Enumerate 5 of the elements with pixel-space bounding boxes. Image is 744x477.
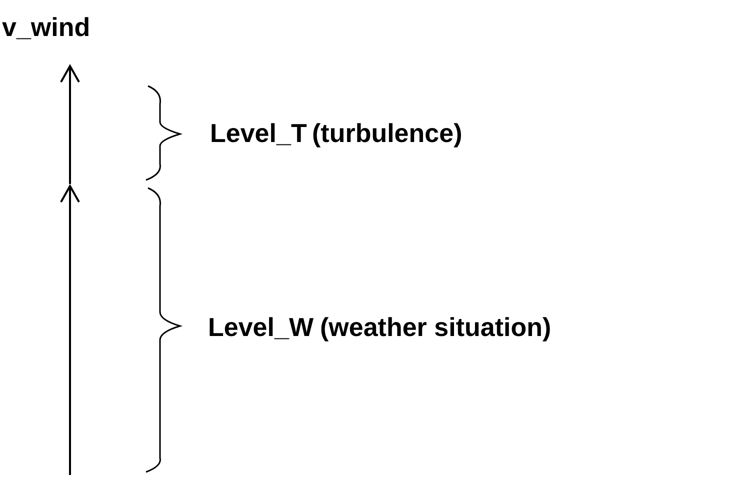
level-label: Level_W xyxy=(208,312,314,342)
axis-label: v_wind xyxy=(2,12,90,42)
level-description: (weather situation) xyxy=(320,312,552,342)
level-description: (turbulence) xyxy=(312,118,462,148)
level-label: Level_T xyxy=(210,118,307,148)
